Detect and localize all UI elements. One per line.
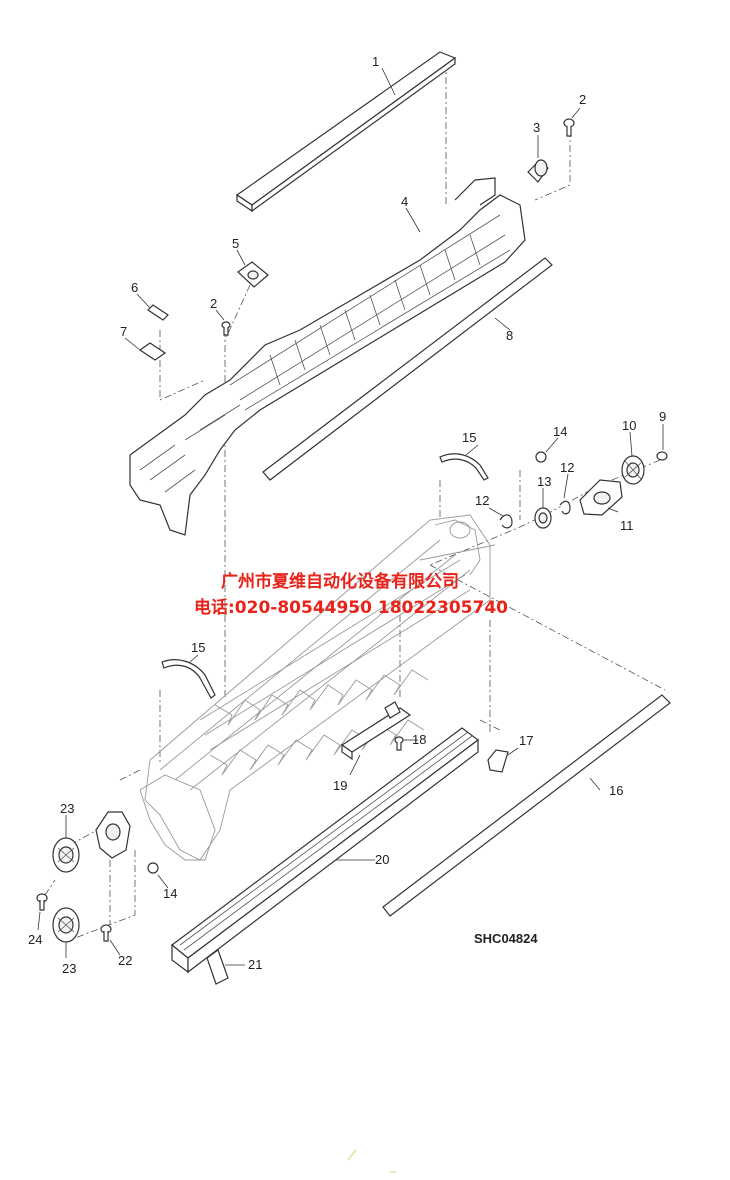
part-13-bearing xyxy=(534,507,552,529)
callout-6: 6 xyxy=(131,280,138,295)
callout-23-lower: 23 xyxy=(62,961,76,976)
part-2-screw-right xyxy=(563,118,575,137)
part-18-screw xyxy=(394,736,404,751)
callout-21: 21 xyxy=(248,957,262,972)
lower-main-frame xyxy=(139,514,496,861)
leader-lines xyxy=(37,67,664,966)
callout-4: 4 xyxy=(401,194,408,209)
part-20-rail xyxy=(171,727,479,974)
assembly-guide-lines xyxy=(44,62,666,955)
part-14-washer-lower xyxy=(147,862,159,874)
callout-17: 17 xyxy=(519,733,533,748)
callout-10: 10 xyxy=(622,418,636,433)
callout-18: 18 xyxy=(412,732,426,747)
part-23-gear-upper xyxy=(52,837,80,873)
part-6-pad xyxy=(147,304,169,321)
callout-11: 11 xyxy=(620,518,634,533)
callout-23-upper: 23 xyxy=(60,801,74,816)
callout-2-left: 2 xyxy=(210,296,217,311)
part-11-cam-plate xyxy=(579,479,623,516)
part-3-bushing xyxy=(527,159,549,183)
part-15-spring-upper xyxy=(439,453,489,481)
part-14-washer-upper xyxy=(535,451,547,463)
callout-1: 1 xyxy=(372,54,379,69)
part-16-long-strip xyxy=(382,694,671,917)
watermark-company: 广州市夏维自动化设备有限公司 xyxy=(221,571,459,592)
callout-19: 19 xyxy=(333,778,347,793)
callout-15-lower: 15 xyxy=(191,640,205,655)
callout-15-upper: 15 xyxy=(462,430,476,445)
part-12-clip-lower xyxy=(559,500,571,515)
diagram-code: SHC04824 xyxy=(474,931,538,946)
part-8-long-strip xyxy=(262,257,553,481)
callout-3: 3 xyxy=(533,120,540,135)
callout-numbers: 1 2 3 4 5 6 2 7 8 9 10 11 12 12 13 14 15… xyxy=(28,54,666,976)
callout-9: 9 xyxy=(659,409,666,424)
left-side-plate xyxy=(95,811,131,859)
part-1-top-strip xyxy=(235,51,457,213)
callout-2-right: 2 xyxy=(579,92,586,107)
part-12-clip-upper xyxy=(499,514,513,529)
callout-14-upper: 14 xyxy=(553,424,567,439)
callout-12-left: 12 xyxy=(475,493,489,508)
stray-marks xyxy=(347,1149,396,1173)
callout-5: 5 xyxy=(232,236,239,251)
part-4-upper-frame xyxy=(129,177,526,536)
part-23-gear-lower xyxy=(52,907,80,943)
callout-24: 24 xyxy=(28,932,42,947)
callout-22: 22 xyxy=(118,953,132,968)
callout-14-lower: 14 xyxy=(163,886,177,901)
callout-8: 8 xyxy=(506,328,513,343)
part-21-label xyxy=(206,949,229,985)
part-5-small-plate xyxy=(237,261,269,288)
callout-12-right: 12 xyxy=(560,460,574,475)
part-19-bracket xyxy=(340,701,412,761)
part-2-screw-left xyxy=(221,321,231,336)
part-10-gear xyxy=(621,455,645,485)
part-24-screw xyxy=(36,893,48,911)
part-15-spring-lower xyxy=(161,659,216,699)
callout-7: 7 xyxy=(120,324,127,339)
callout-13: 13 xyxy=(537,474,551,489)
watermark-phone: 电话:020-80544950 18022305740 xyxy=(194,597,508,618)
watermark: 广州市夏维自动化设备有限公司 电话:020-80544950 180223057… xyxy=(194,571,508,618)
callout-20: 20 xyxy=(375,852,389,867)
part-9-screw xyxy=(656,451,668,461)
callout-16: 16 xyxy=(609,783,623,798)
part-22-screw xyxy=(100,924,112,942)
part-17-label xyxy=(487,749,509,773)
part-7-label xyxy=(138,342,167,361)
